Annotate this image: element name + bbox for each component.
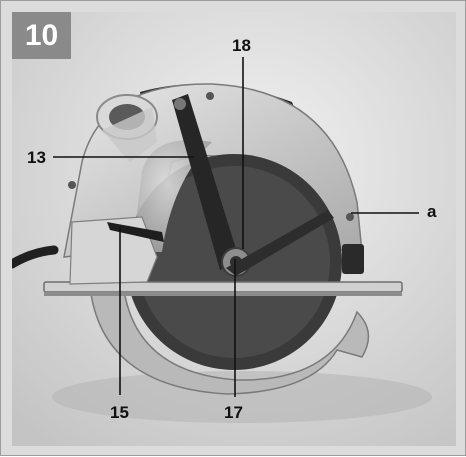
power-cable bbox=[12, 245, 59, 269]
floor-shadow bbox=[52, 371, 432, 423]
callout-15: 15 bbox=[110, 403, 129, 422]
callout-13: 13 bbox=[27, 148, 46, 167]
callout-18: 18 bbox=[232, 36, 251, 55]
callout-a: a bbox=[427, 202, 437, 221]
rear-adjust-knob bbox=[342, 244, 364, 274]
lower-blade-guard bbox=[89, 265, 370, 395]
callout-17: 17 bbox=[224, 403, 243, 422]
screw bbox=[346, 213, 354, 221]
circular-saw-illustration bbox=[12, 12, 456, 446]
screw bbox=[68, 181, 76, 189]
bevel-lever-pivot bbox=[174, 98, 186, 110]
bevel-lever bbox=[172, 94, 240, 270]
blade-reflection bbox=[132, 140, 212, 252]
depth-lever bbox=[107, 222, 164, 242]
base-plate-edge bbox=[44, 292, 402, 296]
dust-port-tube bbox=[102, 107, 157, 162]
figure-number-badge: 10 bbox=[12, 12, 71, 59]
circular-saw-photo bbox=[12, 12, 456, 446]
spindle-lock-lever bbox=[226, 210, 334, 276]
screw bbox=[206, 92, 214, 100]
